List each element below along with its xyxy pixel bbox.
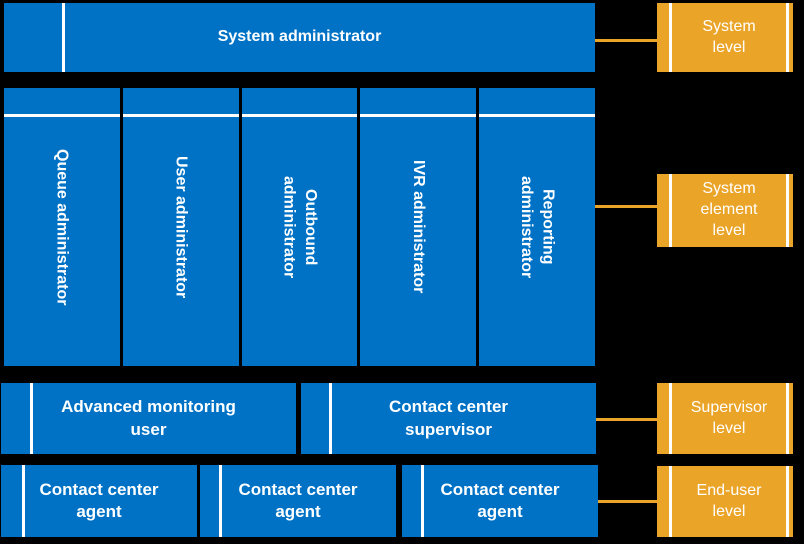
contact-center-supervisor-label: Contact center supervisor (388, 397, 509, 439)
accent-divider-line (786, 383, 789, 454)
accent-divider-line (421, 465, 424, 537)
reporting-administrator-label: Reporting administrator (518, 175, 557, 279)
accent-divider-line (669, 174, 672, 247)
tag-system-element-level: System element level (657, 174, 793, 247)
box-advanced-monitoring-user: Advanced monitoring user (1, 383, 296, 454)
advanced-monitoring-user-label: Advanced monitoring user (61, 397, 236, 439)
tag-system-level: System level (657, 3, 793, 72)
accent-divider-line (219, 465, 222, 537)
system-element-level-label: System element level (700, 180, 758, 239)
ivr-administrator-label: IVR administrator (410, 160, 428, 294)
box-contact-center-agent-2: Contact center agent (200, 465, 396, 537)
box-ivr-administrator: IVR administrator (360, 88, 477, 366)
supervisor-level-label: Supervisor level (690, 398, 768, 437)
system-level-label: System level (702, 17, 756, 56)
system-element-columns: Queue administrator User administrator O… (4, 88, 595, 366)
accent-divider-line (360, 114, 477, 117)
tag-end-user-level: End-user level (657, 466, 793, 537)
accent-divider-line (329, 383, 332, 454)
connector-system-level (595, 39, 657, 42)
box-system-administrator: System administrator (4, 3, 595, 72)
system-administrator-label: System administrator (217, 28, 382, 46)
connector-end-user-level (598, 500, 657, 503)
accent-divider-line (479, 114, 595, 117)
box-contact-center-supervisor: Contact center supervisor (301, 383, 596, 454)
accent-divider-line (241, 114, 358, 117)
contact-center-agent-label: Contact center agent (39, 479, 159, 521)
box-contact-center-agent-3: Contact center agent (402, 465, 598, 537)
accent-divider-line (30, 383, 33, 454)
user-administrator-label: User administrator (172, 155, 190, 299)
accent-divider-line (22, 465, 25, 537)
end-user-level-label: End-user level (696, 481, 762, 520)
accent-divider-line (786, 466, 789, 537)
tag-supervisor-level: Supervisor level (657, 383, 793, 454)
accent-divider-line (669, 383, 672, 454)
box-queue-administrator: Queue administrator (4, 88, 120, 366)
contact-center-agent-label: Contact center agent (440, 479, 560, 521)
box-user-administrator: User administrator (122, 88, 239, 366)
accent-divider-line (4, 114, 120, 117)
accent-divider-line (669, 466, 672, 537)
accent-divider-line (122, 114, 239, 117)
box-contact-center-agent-1: Contact center agent (1, 465, 197, 537)
accent-divider-line (786, 174, 789, 247)
connector-system-element-level (595, 205, 657, 208)
accent-divider-line (62, 3, 65, 72)
accent-divider-line (786, 3, 789, 72)
box-reporting-administrator: Reporting administrator (479, 88, 595, 366)
contact-center-agent-label: Contact center agent (238, 479, 358, 521)
box-outbound-administrator: Outbound administrator (241, 88, 358, 366)
accent-divider-line (669, 3, 672, 72)
outbound-administrator-label: Outbound administrator (280, 175, 320, 279)
connector-supervisor-level (596, 418, 657, 421)
queue-administrator-label: Queue administrator (53, 148, 71, 306)
